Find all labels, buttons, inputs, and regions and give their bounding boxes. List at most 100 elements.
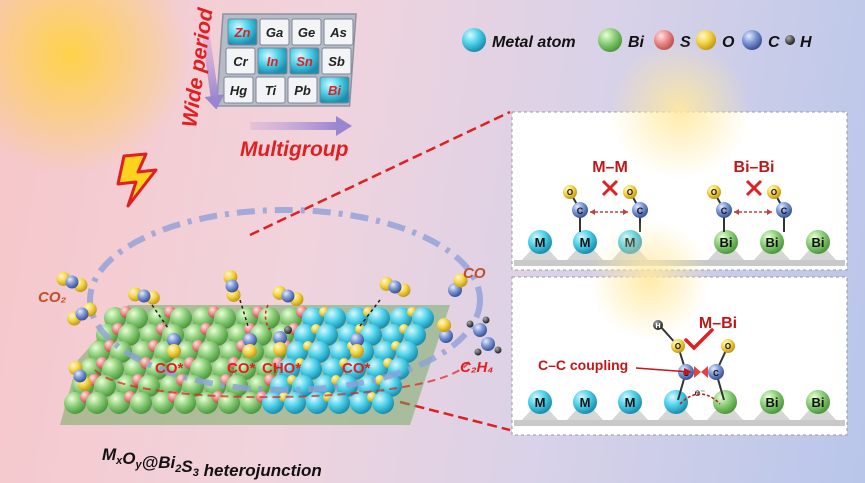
c-atom	[439, 329, 453, 343]
metal-atom	[368, 307, 390, 329]
legend-bi: Bi	[628, 34, 645, 51]
adsorbate-label-3: CHO*	[262, 360, 301, 377]
legend-c: C	[768, 34, 780, 51]
site-label: M	[580, 235, 591, 250]
c-atom-icon	[742, 30, 762, 50]
c-atom	[632, 202, 648, 218]
c-atom	[73, 369, 87, 383]
o-atom	[437, 318, 452, 333]
legend-h: H	[800, 34, 812, 51]
metal-atom	[664, 390, 688, 414]
bi-atom	[130, 392, 152, 414]
metal-atom	[382, 324, 404, 346]
element-symbol: In	[267, 54, 279, 69]
bi-atom	[126, 307, 148, 329]
element-cell	[323, 18, 354, 46]
o-atom	[453, 273, 468, 288]
element-cell	[223, 76, 254, 104]
svg-text:H: H	[655, 323, 660, 330]
legend: Metal atom Bi S O C H	[462, 28, 812, 52]
element-symbol: Ga	[266, 25, 283, 40]
bi-atom	[170, 307, 192, 329]
element-cell	[287, 76, 318, 104]
legend-o: O	[722, 34, 735, 51]
adsorbate-label-4: CO*	[342, 360, 371, 377]
bi-atom	[118, 324, 140, 346]
sun-glow-icon	[0, 0, 190, 175]
element-cell	[227, 18, 258, 46]
o-atom	[707, 185, 721, 199]
svg-text:C: C	[577, 206, 584, 216]
c-atom	[167, 333, 181, 347]
c-atom	[572, 202, 588, 218]
svg-text:O: O	[771, 188, 777, 197]
element-cell	[319, 76, 350, 104]
element-symbol: Ti	[265, 83, 277, 98]
element-cell	[321, 47, 352, 75]
reaction-dome	[87, 207, 483, 393]
metal-atom	[322, 358, 344, 380]
c-atom	[243, 333, 257, 347]
o-atom	[721, 339, 735, 353]
site-label: Bi	[812, 235, 825, 250]
o-atom	[273, 342, 287, 356]
o-atom	[167, 344, 181, 358]
wide-period-arrow-icon	[201, 27, 225, 110]
site-label: Bi	[812, 395, 825, 410]
legend-metal: Metal atom	[492, 34, 576, 51]
element-cell	[255, 76, 286, 104]
gas-molecules	[56, 270, 502, 391]
metal-atom	[404, 324, 426, 346]
svg-text:C: C	[721, 206, 728, 216]
c-atom	[65, 275, 79, 289]
metal-atom	[360, 324, 382, 346]
site-label: Bi	[766, 395, 779, 410]
multigroup-arrow-icon	[250, 116, 352, 136]
c-atom	[273, 331, 287, 345]
metal-atom-icon	[462, 28, 486, 52]
o-atom	[767, 185, 781, 199]
adsorbate-label-2: CO*	[227, 360, 256, 377]
bi-atom	[206, 324, 228, 346]
metal-atom	[412, 307, 434, 329]
bi-atom	[190, 358, 212, 380]
metal-atom	[372, 392, 394, 414]
metal-atom	[573, 230, 597, 254]
zoom-connectors	[249, 110, 511, 432]
bi-atom	[86, 392, 108, 414]
element-cell	[225, 47, 256, 75]
multigroup-label: Multigroup	[240, 138, 349, 161]
adsorbate-label-1: CO*	[155, 360, 184, 377]
metal-atom	[302, 307, 324, 329]
svg-text:C: C	[713, 369, 719, 378]
element-symbol: Cr	[233, 54, 248, 69]
metal-atom	[374, 341, 396, 363]
metal-atom	[300, 358, 322, 380]
bi-atom	[258, 307, 280, 329]
site-label: M	[535, 395, 546, 410]
o-atom	[243, 344, 257, 358]
bi-atom	[234, 358, 256, 380]
bi-atom	[806, 390, 830, 414]
element-symbol: Pb	[294, 83, 311, 98]
metal-atom	[366, 358, 388, 380]
metal-atom	[396, 341, 418, 363]
metal-atom	[284, 392, 306, 414]
cc-coupling-label: C–C coupling	[538, 357, 628, 373]
metal-atom	[528, 390, 552, 414]
c-atom	[776, 202, 792, 218]
h-atom	[482, 316, 490, 324]
element-symbol: As	[329, 25, 347, 40]
h-atom-icon	[785, 35, 795, 45]
metal-atom	[573, 390, 597, 414]
site-label: M	[580, 395, 591, 410]
metal-atom	[390, 307, 412, 329]
svg-text:O: O	[711, 188, 717, 197]
metal-atom	[294, 324, 316, 346]
svg-text:C: C	[781, 206, 788, 216]
h-atom	[466, 320, 474, 328]
o-atom	[350, 344, 364, 358]
